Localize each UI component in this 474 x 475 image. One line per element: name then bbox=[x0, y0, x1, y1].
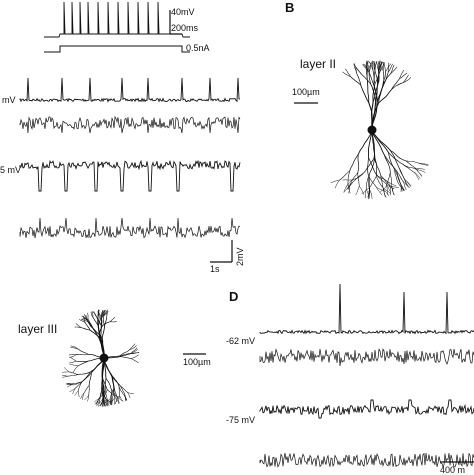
dendrite-branch bbox=[369, 103, 372, 129]
scale-bar-1s-2mv bbox=[210, 240, 232, 262]
scale-label-100um-c: 100µm bbox=[183, 358, 211, 367]
layer-iii-label: layer III bbox=[18, 323, 57, 335]
field-potential-trace-d1 bbox=[260, 349, 474, 366]
dendrite-branch bbox=[102, 326, 104, 339]
dendrite-branch bbox=[390, 150, 405, 160]
dendrite-branch bbox=[120, 396, 124, 402]
dendrite-branch bbox=[403, 77, 411, 82]
vm-label-a2: 5 mV bbox=[0, 166, 21, 175]
dendrite-branch bbox=[80, 393, 84, 399]
layer-iii-neuron-drawing bbox=[62, 310, 139, 407]
dendrite-branch bbox=[105, 316, 107, 325]
dendrite-branch bbox=[369, 132, 373, 158]
vm-label-d2: -75 mV bbox=[226, 416, 255, 425]
current-step-trace bbox=[44, 46, 190, 52]
dendrite-branch bbox=[391, 67, 398, 74]
dendrite-branch bbox=[359, 186, 363, 195]
dendrite-branch bbox=[365, 189, 366, 199]
dendrite-branch bbox=[89, 386, 90, 395]
soma bbox=[368, 126, 376, 134]
layer-ii-label: layer II bbox=[300, 58, 336, 70]
dendrite-branch bbox=[77, 361, 89, 362]
dendrite-branch bbox=[403, 75, 409, 83]
dendrite-branch bbox=[88, 313, 89, 320]
soma bbox=[100, 354, 108, 362]
dendrite-branch bbox=[98, 317, 99, 326]
membrane-potential-trace-d2 bbox=[260, 400, 474, 418]
dendrite-branch bbox=[102, 322, 110, 327]
dendrite-branch bbox=[391, 79, 399, 90]
dendrite-branch bbox=[350, 154, 359, 171]
field-potential-trace-1 bbox=[20, 117, 240, 133]
vm-label-d1: -62 mV bbox=[226, 337, 255, 346]
dendrite-branch bbox=[69, 372, 78, 375]
dendrite-branch bbox=[69, 361, 77, 363]
dendrite-branch bbox=[358, 173, 360, 186]
dendrite-branch bbox=[131, 359, 138, 363]
dendrite-branch bbox=[64, 367, 69, 372]
dendrite-branch bbox=[84, 386, 89, 394]
dendrite-branch bbox=[120, 357, 131, 359]
current-step-label: 0.5nA bbox=[186, 44, 210, 53]
dendrite-branch bbox=[114, 398, 115, 405]
membrane-potential-trace-d1 bbox=[260, 284, 474, 334]
layer-ii-neuron-drawing bbox=[331, 61, 429, 199]
scale-label-2mv: 2mV bbox=[236, 247, 245, 266]
dendrite-branch bbox=[75, 390, 79, 396]
spike-train-trace bbox=[44, 2, 190, 37]
dendrite-branch bbox=[391, 83, 403, 90]
scale-label-1s: 1s bbox=[210, 265, 220, 274]
dendrite-branch bbox=[62, 376, 69, 377]
dendrite-branch bbox=[390, 172, 391, 185]
vm-label-a1: mV bbox=[2, 96, 16, 105]
scale-label-40mv: 40mV bbox=[171, 8, 195, 17]
dendrite-branch bbox=[368, 84, 369, 103]
dendrite-branch bbox=[78, 390, 79, 397]
dendrite-branch bbox=[366, 189, 368, 198]
dendrite-branch bbox=[120, 350, 130, 356]
membrane-potential-trace-2 bbox=[20, 161, 240, 191]
dendrite-branch bbox=[105, 378, 106, 391]
scale-label-200ms: 200ms bbox=[171, 24, 198, 33]
dendrite-branch bbox=[78, 349, 88, 354]
panel-label-b: B bbox=[285, 1, 294, 14]
dendrite-branch bbox=[356, 186, 360, 195]
dendrite-branch bbox=[131, 355, 138, 359]
dendrite-branch bbox=[70, 364, 78, 365]
dendrite-branch bbox=[391, 65, 395, 74]
dendrite-branch bbox=[342, 72, 350, 77]
dendrite-branch bbox=[70, 357, 77, 361]
dendrite-branch bbox=[62, 375, 69, 376]
dendrite-branch bbox=[110, 321, 117, 322]
dendrite-branch bbox=[351, 77, 361, 86]
dendrite-branch bbox=[73, 366, 78, 373]
membrane-potential-trace-1 bbox=[20, 78, 240, 102]
scale-label-100um-b: 100µm bbox=[292, 88, 320, 97]
field-potential-trace-2 bbox=[20, 218, 240, 238]
panel-label-d: D bbox=[229, 290, 238, 303]
dendrite-branch bbox=[110, 317, 115, 322]
dendrite-branch bbox=[69, 375, 78, 377]
dendrite-branch bbox=[364, 158, 375, 173]
dendrite-branch bbox=[384, 62, 386, 72]
dendrite-branch bbox=[358, 154, 359, 173]
dendrite-branch bbox=[103, 316, 104, 325]
